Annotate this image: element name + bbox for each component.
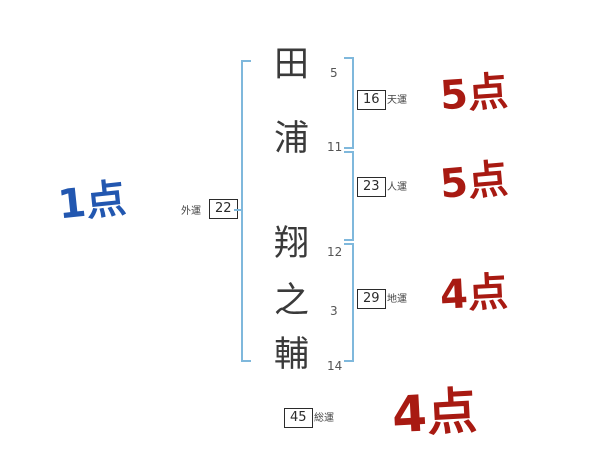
soun-score: 4点 — [390, 381, 479, 445]
jinun-label: 人運 — [387, 182, 407, 193]
stroke-count: 11 — [327, 140, 343, 154]
chiun-bracket — [344, 243, 354, 362]
name-char: 輔 — [274, 335, 310, 375]
gaiun-label: 外運 — [181, 206, 201, 217]
outer-bracket-tick — [234, 209, 241, 211]
tenun-score: 5点 — [438, 68, 510, 120]
gaiun-value-box: 22 — [209, 199, 238, 219]
gaiun-score: 1点 — [55, 175, 129, 229]
stroke-count: 5 — [330, 66, 338, 80]
jinun-bracket — [344, 151, 354, 241]
name-char: 田 — [274, 45, 310, 85]
outer-bracket — [241, 60, 251, 362]
jinun-score: 5点 — [438, 156, 510, 208]
name-char: 翔 — [274, 224, 310, 264]
name-char: 之 — [274, 281, 310, 321]
stroke-count: 14 — [327, 359, 343, 373]
chiun-score: 4点 — [438, 269, 510, 319]
chiun-label: 地運 — [387, 294, 407, 305]
jinun-value-box: 23 — [357, 177, 386, 197]
tenun-bracket — [344, 57, 354, 149]
tenun-value-box: 16 — [357, 90, 386, 110]
stroke-count: 12 — [327, 245, 343, 259]
chiun-value-box: 29 — [357, 289, 386, 309]
soun-label: 総運 — [314, 413, 334, 424]
name-char: 浦 — [274, 119, 310, 159]
tenun-label: 天運 — [387, 95, 407, 106]
soun-value-box: 45 — [284, 408, 313, 428]
stroke-count: 3 — [330, 304, 338, 318]
